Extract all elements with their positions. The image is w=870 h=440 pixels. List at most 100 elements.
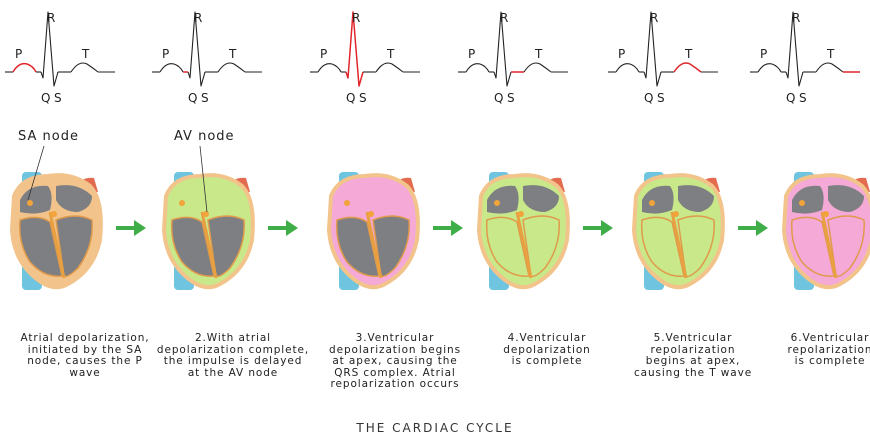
ecg-segment-t: [375, 62, 404, 73]
ecg-segment-t: [673, 62, 702, 73]
stage-caption-4: 4.Ventricular depolarization is complete: [503, 332, 591, 367]
wave-label-q: Q: [494, 91, 503, 105]
wave-label-q: Q: [41, 91, 50, 105]
septum: [670, 211, 688, 279]
arrow-right-icon-1: [116, 220, 146, 236]
left-atrium: [487, 185, 519, 214]
callout-av-line: [199, 145, 208, 213]
av-node-icon: [51, 211, 57, 217]
stage-caption-6: 6.Ventricular repolarization is complete: [787, 332, 870, 367]
left-atrium: [642, 185, 674, 214]
ecg-segment-t: [70, 62, 99, 73]
ecg-segment-qrs: [40, 11, 59, 87]
left-atrium: [337, 185, 369, 214]
left-atrium: [792, 185, 824, 214]
sa-node-icon: [344, 200, 350, 206]
arrow-right-icon-4: [583, 220, 613, 236]
ecg-segment-t: [523, 62, 552, 73]
left-ventricle: [485, 216, 530, 277]
wave-label-p: P: [162, 47, 169, 61]
stage-caption-2: 2.With atrial depolarization complete, t…: [156, 332, 310, 379]
wave-label-r: R: [792, 11, 800, 25]
wave-label-r: R: [352, 11, 360, 25]
heart-4: [476, 172, 570, 290]
sa-node-icon: [799, 200, 805, 206]
septum: [200, 211, 218, 279]
right-atrium: [678, 185, 714, 212]
right-atrium: [56, 185, 92, 212]
ecg-segment-t: [815, 62, 844, 73]
ecg-segment-p: [159, 63, 184, 73]
heart-3: [326, 172, 420, 290]
septum: [48, 211, 66, 279]
sa-node-icon: [649, 200, 655, 206]
wave-label-s: S: [359, 91, 367, 105]
septum: [515, 211, 533, 279]
wave-label-p: P: [618, 47, 625, 61]
heart-6: [781, 172, 870, 290]
wave-label-t: T: [684, 47, 693, 61]
wave-label-q: Q: [346, 91, 355, 105]
right-ventricle: [522, 215, 560, 278]
right-ventricle: [827, 215, 865, 278]
left-ventricle: [170, 216, 215, 277]
wave-label-r: R: [650, 11, 658, 25]
av-node-icon: [203, 211, 209, 217]
wave-label-q: Q: [188, 91, 197, 105]
av-node-icon: [823, 211, 829, 217]
sa-node-icon: [27, 200, 33, 206]
ecg-segment-p: [465, 63, 490, 73]
av-node-icon: [673, 211, 679, 217]
stage-caption-5: 5.Ventricular repolarization begins at a…: [633, 332, 753, 379]
wave-label-p: P: [760, 47, 767, 61]
right-ventricle: [55, 215, 93, 278]
diagram-title: THE CARDIAC CYCLE: [356, 421, 514, 435]
left-ventricle: [18, 216, 63, 277]
ecg-segment-qrs: [187, 11, 206, 87]
ecg-segment-qrs: [785, 11, 804, 87]
right-ventricle: [677, 215, 715, 278]
ecg-segment-qrs: [345, 11, 364, 87]
arrow-right-icon-2: [268, 220, 298, 236]
wave-label-p: P: [15, 47, 22, 61]
right-atrium: [523, 185, 559, 212]
wave-label-r: R: [47, 11, 55, 25]
right-ventricle: [207, 215, 245, 278]
left-ventricle: [640, 216, 685, 277]
wave-label-r: R: [194, 11, 202, 25]
wave-label-q: Q: [786, 91, 795, 105]
right-atrium: [208, 185, 244, 212]
ecg-segment-p: [757, 63, 782, 73]
wave-label-t: T: [228, 47, 237, 61]
left-ventricle: [790, 216, 835, 277]
sa-node-icon: [179, 200, 185, 206]
wave-label-q: Q: [644, 91, 653, 105]
ecg-segment-p: [12, 62, 37, 73]
wave-label-t: T: [81, 47, 90, 61]
av-node-icon: [368, 211, 374, 217]
stage-caption-1: Atrial depolarization, initiated by the …: [20, 332, 150, 379]
ecg-segment-p: [615, 63, 640, 73]
septum: [365, 211, 383, 279]
right-atrium: [828, 185, 864, 212]
left-atrium: [172, 185, 204, 214]
left-atrium: [20, 185, 52, 214]
right-ventricle: [372, 215, 410, 278]
wave-label-t: T: [386, 47, 395, 61]
ecg-segment-p: [317, 63, 342, 73]
wave-label-p: P: [320, 47, 327, 61]
wave-label-r: R: [500, 11, 508, 25]
ecg-segment-t: [217, 62, 246, 73]
wave-label-t: T: [826, 47, 835, 61]
wave-label-s: S: [799, 91, 807, 105]
callout-av-node: AV node: [174, 129, 235, 144]
stage-caption-3: 3.Ventricular depolarization begins at a…: [329, 332, 461, 390]
arrow-right-icon-3: [433, 220, 463, 236]
ecg-segment-qrs: [643, 11, 662, 87]
